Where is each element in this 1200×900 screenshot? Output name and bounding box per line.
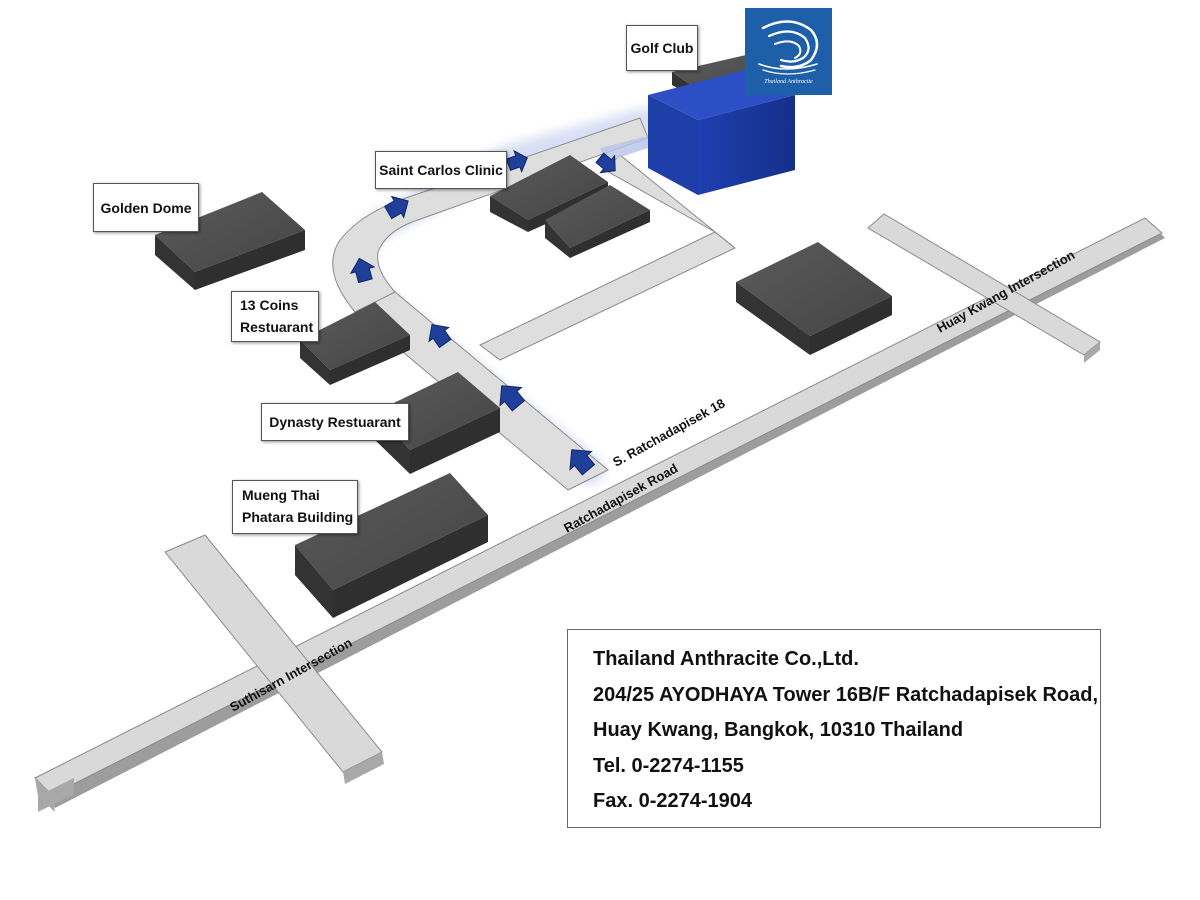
address-line-2: Huay Kwang, Bangkok, 10310 Thailand — [593, 719, 964, 741]
golden-dome-building — [155, 192, 305, 290]
telephone: Tel. 0-2274-1155 — [593, 754, 744, 777]
arrow-icon — [499, 385, 526, 412]
company-name: Thailand Anthracite Co.,Ltd. — [593, 648, 859, 670]
swirl-logo-icon — [758, 20, 819, 75]
saint-carlos-label: Saint Carlos Clinic — [375, 151, 507, 189]
dynasty-restaurant-label: Dynasty Restuarant — [261, 403, 409, 441]
golf-club-text: Golf Club — [630, 40, 694, 56]
coins-line1-text: 13 Coins — [240, 297, 299, 313]
mueng-thai-building — [295, 473, 488, 618]
suthisarn-cross-road — [38, 534, 384, 812]
company-logo: Thailand Anthracite — [745, 8, 832, 95]
dynasty-text: Dynasty Restuarant — [269, 414, 401, 430]
golden-dome-label: Golden Dome — [93, 183, 199, 232]
arrow-icon — [595, 152, 616, 174]
saint-carlos-text: Saint Carlos Clinic — [379, 162, 503, 178]
mueng-line1-text: Mueng Thai — [242, 487, 320, 503]
mueng-thai-label: Mueng Thai Phatara Building — [232, 480, 358, 534]
arrow-icon — [505, 149, 528, 174]
route-arrows — [349, 149, 616, 476]
coins-line2-text: Restuarant — [240, 319, 314, 335]
clinic-annex-building — [545, 185, 650, 258]
arrow-icon — [384, 195, 409, 220]
huay-kwang-cross-road — [867, 213, 1101, 363]
arrow-icon — [349, 257, 376, 284]
fax: Fax. 0-2274-1904 — [593, 790, 753, 812]
coins-restaurant-label: 13 Coins Restuarant — [231, 291, 319, 342]
mueng-line2-text: Phatara Building — [242, 509, 354, 525]
arrow-icon — [569, 449, 596, 476]
address-line-1: 204/25 AYODHAYA Tower 16B/F Ratchadapise… — [593, 683, 1099, 706]
golf-club-label: Golf Club — [626, 25, 698, 71]
golden-dome-text: Golden Dome — [100, 199, 192, 216]
address-panel: Thailand Anthracite Co.,Ltd. 204/25 AYOD… — [567, 629, 1101, 828]
arrow-icon — [428, 323, 452, 349]
middle-building — [736, 242, 892, 355]
coins-restaurant-building — [300, 302, 410, 385]
logo-text: Thailand Anthracite — [764, 79, 813, 85]
